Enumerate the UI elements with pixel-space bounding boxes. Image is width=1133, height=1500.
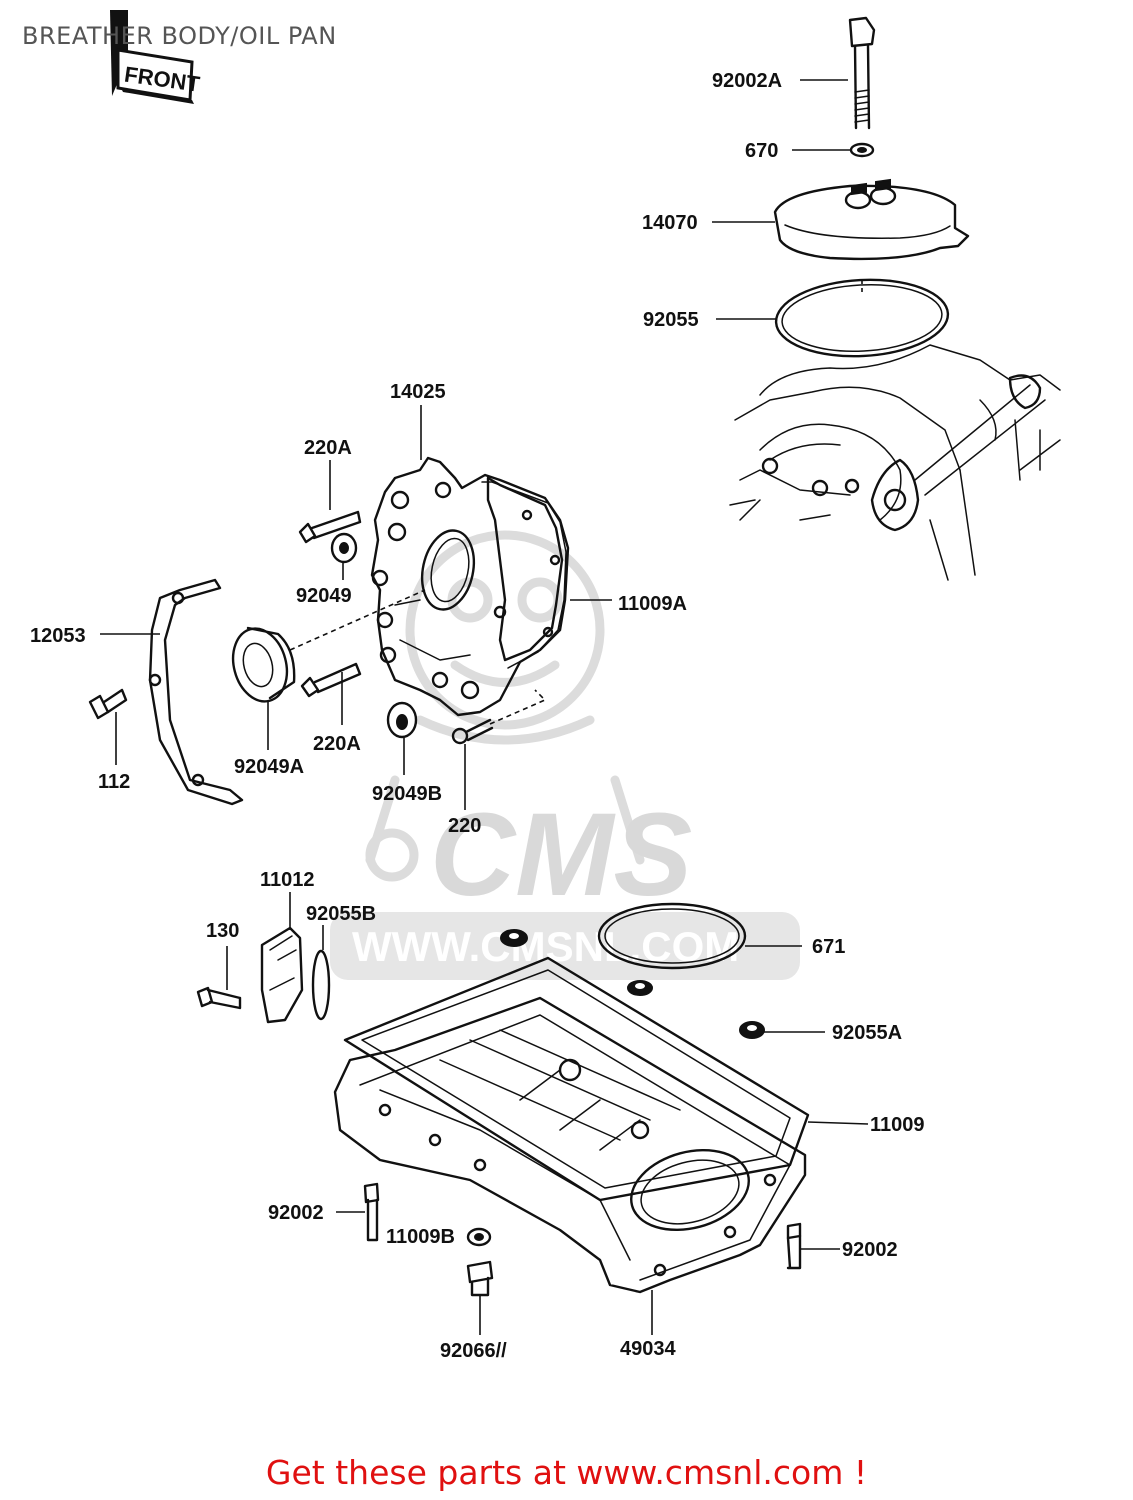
breather-body-14025-drawing <box>370 456 570 717</box>
callout-92002a: 92002A <box>712 70 782 92</box>
washer-11009b-drawing <box>466 1227 492 1247</box>
callout-92049: 92049 <box>296 585 352 607</box>
washer-670-drawing <box>849 142 875 158</box>
watermark-logo: CMS <box>430 789 692 921</box>
callout-49034: 49034 <box>620 1338 676 1360</box>
engine-crankcase-sketch <box>729 344 1061 581</box>
callout-220a-bottom: 220A <box>313 733 361 755</box>
callout-11012: 11012 <box>260 869 315 891</box>
callout-14025: 14025 <box>390 381 446 403</box>
callout-14070: 14070 <box>642 212 698 234</box>
callout-130: 130 <box>206 920 239 942</box>
bolt-92002-left-drawing <box>363 1182 380 1242</box>
bolt-130-drawing <box>196 986 242 1010</box>
bolt-220a-top-drawing <box>298 510 362 544</box>
callout-220: 220 <box>448 815 481 837</box>
breather-cover-14070-drawing <box>773 178 970 261</box>
callout-220a-top: 220A <box>304 437 352 459</box>
callout-labels: 92002A 670 14070 92055 14025 220A 92049 … <box>30 70 925 1362</box>
screw-112-drawing <box>88 688 128 720</box>
washer-92049b-drawing <box>386 701 418 739</box>
callout-92055a: 92055A <box>832 1022 902 1044</box>
leader-lines <box>100 79 869 1335</box>
o-ring-671-drawing <box>597 902 747 970</box>
o-ring-92055b-drawing <box>311 949 331 1021</box>
bolt-92002-right-drawing <box>786 1222 802 1270</box>
callout-11009: 11009 <box>870 1114 925 1136</box>
gasket-11009-drawing <box>343 956 810 1202</box>
watermark-url: WWW.CMSNL.COM <box>352 923 739 970</box>
cmsnl-parts-link[interactable]: Get these parts at www.cmsnl.com ! <box>265 1453 868 1492</box>
plug-92066-drawing <box>466 1260 494 1297</box>
callout-92049a: 92049A <box>234 756 304 778</box>
callout-92055: 92055 <box>643 309 699 331</box>
oil-pan-49034-drawing <box>333 996 807 1294</box>
o-rings-small-drawing <box>500 929 765 1039</box>
callout-92066: 92066// <box>440 1340 507 1362</box>
washer-92049-drawing <box>330 532 358 564</box>
callout-11009b: 11009B <box>386 1226 455 1248</box>
callout-92002-right: 92002 <box>842 1239 898 1261</box>
screw-220-drawing <box>451 689 547 745</box>
callout-112: 112 <box>98 771 130 793</box>
callout-92055b: 92055B <box>306 903 376 925</box>
callout-92002-left: 92002 <box>268 1202 324 1224</box>
o-ring-92055-drawing <box>774 278 950 358</box>
bolt-220a-bottom-drawing <box>300 662 362 698</box>
page-title: BREATHER BODY/OIL PAN <box>22 22 337 50</box>
callout-12053: 12053 <box>30 625 86 647</box>
callout-92049b: 92049B <box>372 783 442 805</box>
bolt-92002a-drawing <box>848 16 876 130</box>
gasket-12053-drawing <box>148 578 244 806</box>
pipe-11012-drawing <box>260 926 304 1024</box>
callout-670: 670 <box>745 140 778 162</box>
front-direction-marker: FRONT <box>110 10 202 104</box>
seal-92049a-drawing <box>231 589 426 703</box>
callout-671: 671 <box>812 936 845 958</box>
callout-11009a: 11009A <box>618 593 687 615</box>
